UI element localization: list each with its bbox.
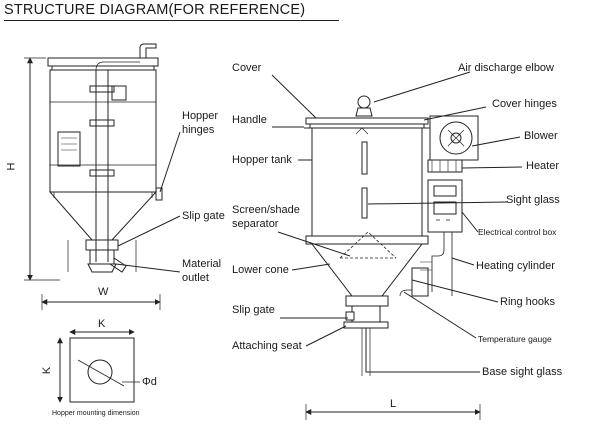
label-material-outlet-2: outlet <box>182 272 209 284</box>
width-dimension <box>41 294 161 310</box>
label-base-sight-glass: Base sight glass <box>482 366 563 378</box>
leader-control-box <box>461 211 479 233</box>
label-air-discharge-elbow: Air discharge elbow <box>458 62 554 74</box>
leader-air-discharge <box>373 71 471 103</box>
label-hopper-hinges-1: Hopper <box>182 110 219 122</box>
diagram-title: STRUCTURE DIAGRAM(FOR REFERENCE) <box>4 2 306 18</box>
leader-slip-gate-left <box>117 215 181 247</box>
leader-temperature-gauge <box>403 291 477 339</box>
label-heating-cylinder: Heating cylinder <box>476 260 555 272</box>
leader-cover-hinges <box>423 106 487 121</box>
label-screen-2: separator <box>232 218 279 230</box>
leader-cover <box>271 74 317 119</box>
leader-material-outlet <box>115 263 181 273</box>
label-k-top: K <box>98 318 106 330</box>
label-blower: Blower <box>524 130 558 142</box>
label-d: Φd <box>142 376 157 388</box>
leader-screen <box>277 231 351 257</box>
leader-base-sight-glass <box>365 328 480 373</box>
label-attaching-seat: Attaching seat <box>232 340 302 352</box>
leader-blower <box>471 136 521 147</box>
label-sight-glass: Sight glass <box>506 194 560 206</box>
leader-heating-cylinder <box>451 257 475 266</box>
height-dimension <box>24 57 60 281</box>
leader-lower-cone <box>291 263 331 271</box>
label-handle: Handle <box>232 114 267 126</box>
label-material-outlet-1: Material <box>182 258 222 270</box>
label-k-side: K <box>41 366 54 375</box>
title-underline <box>4 20 339 21</box>
leader-attaching-seat <box>305 325 347 347</box>
label-temperature-gauge: Temperature gauge <box>478 334 552 344</box>
label-dim-w: W <box>98 286 109 298</box>
label-hopper-tank: Hopper tank <box>232 154 292 166</box>
label-dim-l: L <box>390 398 397 410</box>
label-electrical-control-box: Electrical control box <box>478 227 557 237</box>
mounting-plate <box>69 337 135 403</box>
label-cover-hinges: Cover hinges <box>492 98 557 110</box>
leader-ring-hooks <box>411 279 499 303</box>
label-mounting-caption: Hopper mounting dimension <box>52 410 140 417</box>
label-dim-h: H <box>5 162 18 171</box>
label-lower-cone: Lower cone <box>232 264 289 276</box>
label-slip-gate-right: Slip gate <box>232 304 275 316</box>
side-view-dryer <box>47 43 163 273</box>
label-cover: Cover <box>232 62 262 74</box>
label-slip-gate-left: Slip gate <box>182 210 225 222</box>
label-ring-hooks: Ring hooks <box>500 296 556 308</box>
leader-heater <box>461 166 523 169</box>
leader-sight-glass <box>367 201 509 205</box>
leader-hopper-hinges <box>159 131 181 193</box>
label-heater: Heater <box>526 160 560 172</box>
label-screen-1: Screen/shade <box>232 204 300 216</box>
label-hopper-hinges-2: hinges <box>182 124 215 136</box>
